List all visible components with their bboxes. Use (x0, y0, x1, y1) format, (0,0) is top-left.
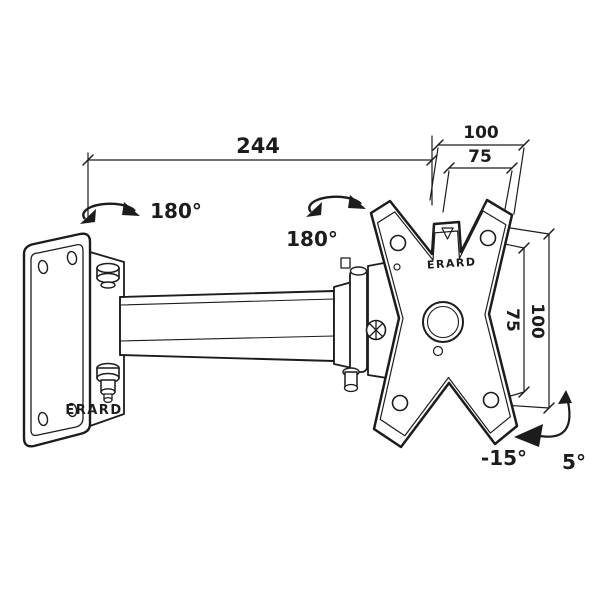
dim-label-vesa-height-inner: 75 (502, 308, 522, 332)
wall-plate (22, 232, 92, 448)
wall-plate-inner-edge (30, 243, 84, 437)
angle-label-arm-swivel: 180° (286, 227, 338, 251)
hinge-bolt-top-washer (96, 272, 120, 284)
wall-plate-assembly (22, 232, 125, 448)
tilt-arc (539, 396, 571, 438)
arrowhead (348, 195, 366, 209)
vesa-plate (369, 198, 519, 449)
dim-tick (82, 154, 94, 166)
lock-hole (432, 345, 444, 357)
clevis-top-screw (340, 257, 351, 269)
hinge-bolt-bottom-end (103, 397, 113, 404)
dim-tick (443, 162, 455, 174)
arrowhead (306, 202, 322, 217)
alignment-notch (441, 227, 454, 240)
plate-hole (37, 259, 49, 275)
vesa-hole (391, 394, 409, 412)
dim-tick (506, 162, 518, 174)
pivot-column (349, 269, 368, 373)
arm-contour-line (119, 298, 335, 306)
wall-plate-brand-label: ERARD (65, 403, 122, 418)
dim-tick (432, 139, 444, 151)
vesa-hole (389, 234, 407, 252)
extension-line (513, 147, 525, 215)
tilt-up-arrowhead (558, 390, 572, 404)
labels: 244 100 75 75 100 180° 180° -15° 5° ERAR… (65, 123, 586, 474)
vesa-plate-brand-label: ERARD (427, 255, 477, 271)
arm-swivel-arrow-icon (306, 195, 366, 217)
dim-tick (543, 228, 555, 240)
dim-tick (543, 402, 555, 414)
arrowhead (122, 202, 140, 216)
extension-arm (119, 290, 335, 362)
dim-tick (518, 139, 530, 151)
dim-vesa-width-outer (429, 139, 530, 215)
dim-label-arm-length: 244 (236, 134, 280, 158)
dim-label-vesa-width-inner: 75 (468, 147, 492, 167)
plate-hole (66, 250, 78, 266)
extension-line (442, 170, 450, 213)
wall-swivel-arrow-icon (80, 202, 140, 224)
pivot-bottom-nut (343, 383, 359, 393)
vesa-hole (479, 229, 497, 247)
arm-contour-line (119, 335, 335, 342)
dim-tick (518, 242, 530, 254)
plate-hole (37, 411, 49, 427)
plate-hole (66, 402, 78, 418)
angle-label-tilt-down: -15° (481, 446, 527, 470)
arrowhead (80, 209, 96, 224)
hinge-collar-top (100, 281, 116, 289)
rotation-arrows (80, 195, 572, 447)
dim-tick (426, 154, 438, 166)
angle-label-wall-swivel: 180° (150, 199, 202, 223)
vesa-hole (482, 391, 500, 409)
small-hole (393, 263, 401, 271)
hinge-bolt-top-cap (96, 262, 120, 274)
extension-line (503, 226, 550, 235)
center-hole-inner (426, 305, 460, 339)
angle-label-tilt-up: 5° (562, 450, 586, 474)
dim-label-vesa-width-outer: 100 (463, 123, 499, 143)
tilt-down-arrowhead (514, 424, 543, 447)
dim-label-vesa-height-outer: 100 (527, 303, 547, 339)
vesa-plate-inner-edge (376, 210, 511, 437)
extension-line (429, 147, 439, 201)
dim-tick (518, 386, 530, 398)
pivot-top-cap (349, 266, 368, 276)
center-hole (422, 301, 464, 343)
tilt-arrow-icon (514, 390, 572, 447)
